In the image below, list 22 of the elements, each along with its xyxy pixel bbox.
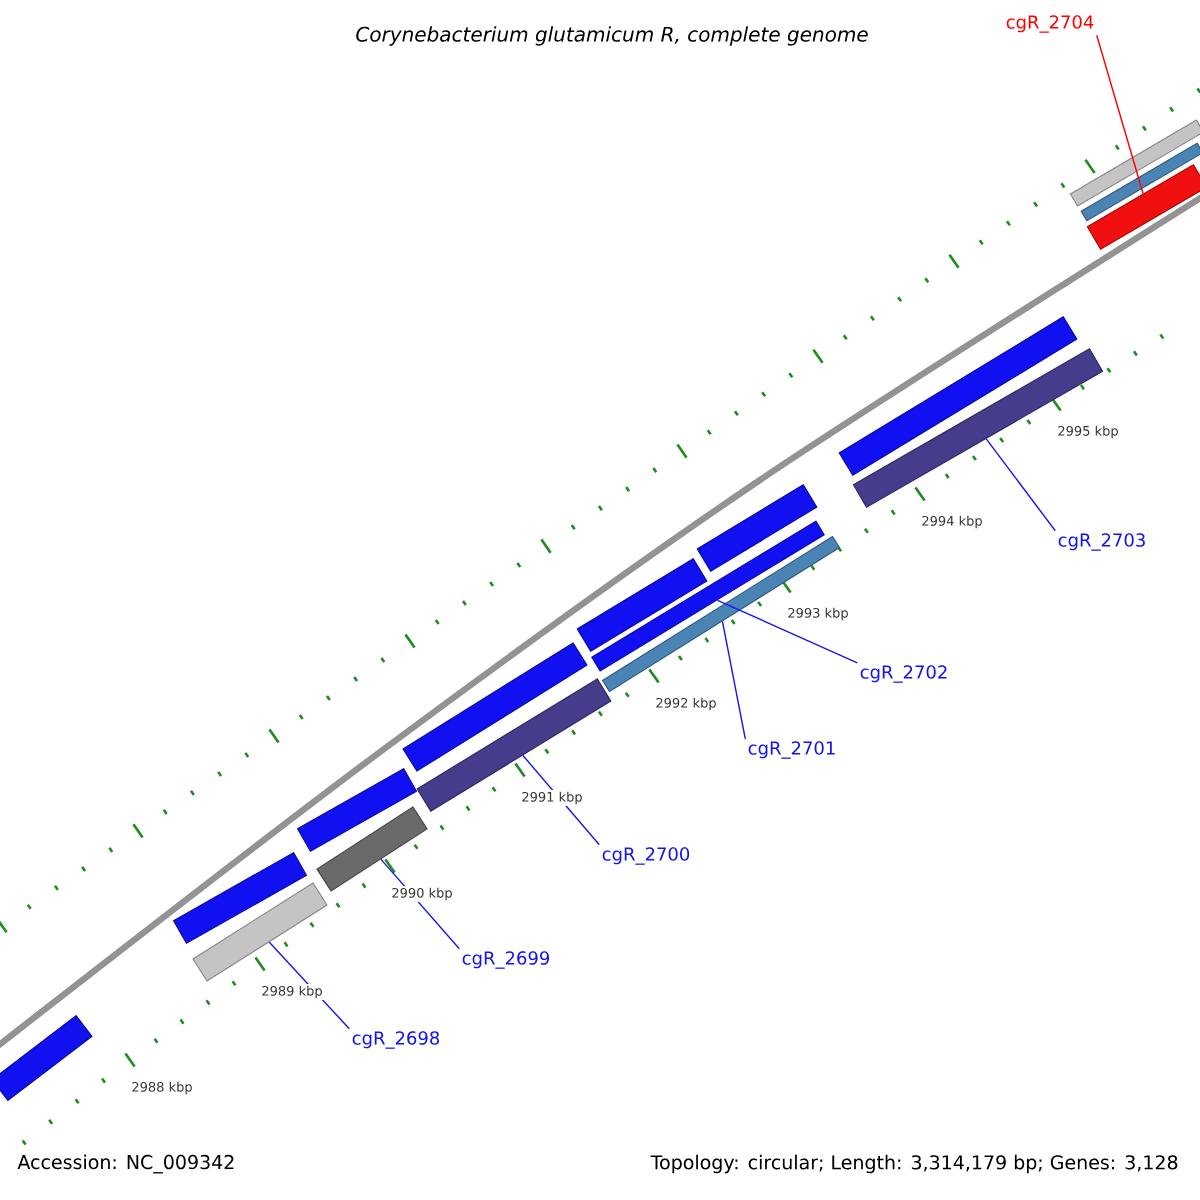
gene-label: cgR_2699 bbox=[462, 951, 550, 969]
gene-bar bbox=[576, 558, 708, 652]
leader-line bbox=[985, 438, 1056, 532]
leader-line bbox=[716, 599, 858, 664]
gene-bar bbox=[316, 806, 428, 892]
gene-bar bbox=[696, 484, 818, 572]
gene-label: cgR_2701 bbox=[748, 741, 835, 759]
footer-text: Topology: circular; Length: 3,314,179 bp; Genes: 3,128 bbox=[650, 1154, 1178, 1174]
gene-bar bbox=[416, 678, 612, 812]
title: Corynebacterium glutamicum R, complete genome bbox=[356, 26, 868, 46]
gene-label: cgR_2700 bbox=[602, 847, 690, 865]
gene-label: cgR_2698 bbox=[352, 1031, 440, 1049]
gene-bar bbox=[1069, 119, 1200, 207]
footer-text: Accession: NC_009342 bbox=[17, 1154, 234, 1174]
gene-bar bbox=[402, 642, 588, 772]
gene-label: cgR_2704 bbox=[1006, 15, 1094, 33]
gene-bar bbox=[1080, 142, 1200, 222]
gene-label: cgR_2702 bbox=[860, 665, 947, 683]
leader-line bbox=[1096, 34, 1144, 195]
leader-line bbox=[721, 620, 746, 740]
gene-label: cgR_2703 bbox=[1058, 533, 1145, 551]
gene-bar bbox=[192, 882, 328, 982]
